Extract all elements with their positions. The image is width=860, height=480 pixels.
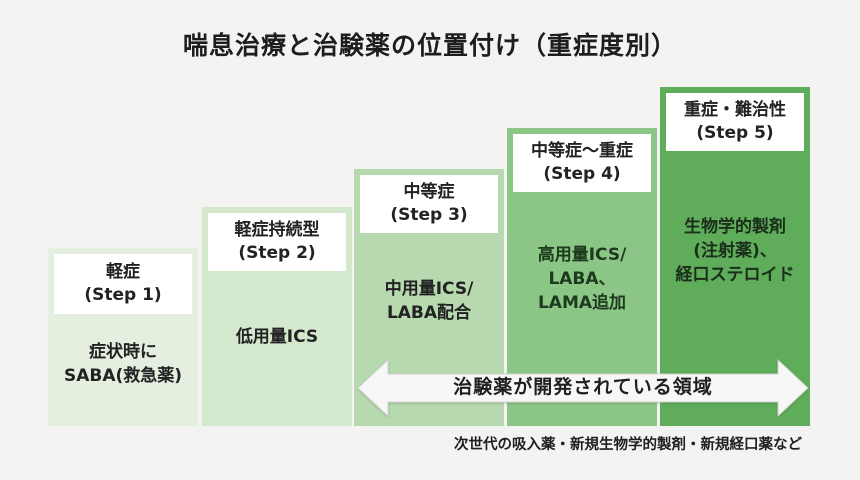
step-4-treatment-line: 高用量ICS/ — [537, 245, 627, 265]
step-4-treatment: 高用量ICS/ LABA、 LAMA追加 — [507, 243, 657, 315]
step-1-label: 軽症 (Step 1) — [54, 254, 192, 314]
step-3-treatment: 中用量ICS/ LABA配合 — [354, 277, 504, 325]
step-5-treatment: 生物学的製剤 (注射薬)、 経口ステロイド — [660, 215, 810, 287]
page-title: 喘息治療と治験薬の位置付け（重症度別） — [182, 31, 677, 60]
footnote: 次世代の吸入薬・新規生物学的製剤・新規経口薬など — [454, 437, 802, 453]
step-1-treatment-line: SABA(救急薬) — [63, 366, 183, 386]
double-arrow-icon — [357, 358, 809, 418]
step-1-block: 軽症 (Step 1) 症状時に SABA(救急薬) — [48, 248, 198, 426]
development-area-label: 治験薬が開発されている領域 — [453, 376, 713, 398]
step-5-name: 重症・難治性 — [684, 100, 786, 120]
step-4-label: 中等症〜重症 (Step 4) — [513, 134, 651, 192]
step-4-number: (Step 4) — [543, 164, 621, 184]
step-1-treatment-line: 症状時に — [89, 342, 157, 362]
step-3-treatment-line: LABA配合 — [386, 303, 472, 323]
step-5-treatment-line: (注射薬)、 — [693, 241, 777, 261]
step-2-label: 軽症持続型 (Step 2) — [208, 213, 346, 271]
step-5-treatment-line: 生物学的製剤 — [684, 217, 786, 237]
step-5-label: 重症・難治性 (Step 5) — [666, 93, 804, 151]
step-2-number: (Step 2) — [238, 243, 316, 263]
step-2-block: 軽症持続型 (Step 2) 低用量ICS — [202, 207, 352, 426]
step-3-label: 中等症 (Step 3) — [360, 175, 498, 233]
step-4-treatment-line: LABA、 — [548, 269, 616, 289]
step-3-number: (Step 3) — [390, 205, 468, 225]
step-4-treatment-line: LAMA追加 — [537, 293, 627, 313]
step-3-name: 中等症 — [403, 182, 455, 202]
step-5-treatment-line: 経口ステロイド — [675, 265, 795, 285]
step-5-block: 重症・難治性 (Step 5) 生物学的製剤 (注射薬)、 経口ステロイド — [660, 87, 810, 426]
step-5-number: (Step 5) — [696, 123, 774, 143]
step-3-treatment-line: 中用量ICS/ — [384, 279, 474, 299]
step-1-number: (Step 1) — [84, 285, 162, 305]
step-4-name: 中等症〜重症 — [531, 141, 633, 161]
step-2-name: 軽症持続型 — [234, 220, 320, 240]
step-2-treatment-line: 低用量ICS — [235, 327, 319, 347]
step-1-treatment: 症状時に SABA(救急薬) — [48, 340, 198, 388]
step-2-treatment: 低用量ICS — [202, 325, 352, 349]
step-1-name: 軽症 — [106, 262, 140, 282]
